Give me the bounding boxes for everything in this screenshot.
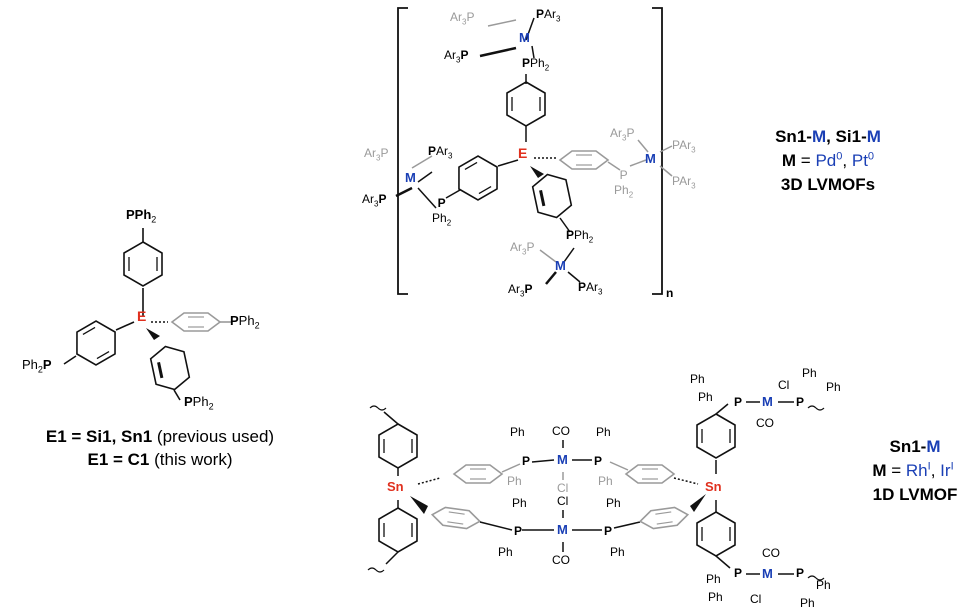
top-center-atom: E xyxy=(518,145,528,161)
bottom-top-ph-b: Ph xyxy=(698,390,713,404)
top-label-line3: 3D LVMOFs xyxy=(780,175,876,194)
bottom-top-metal: M xyxy=(762,394,773,409)
top-metal3: M xyxy=(645,151,656,166)
bottom-bot-ph-a: Ph xyxy=(706,572,721,586)
bottom-top-cl: Cl xyxy=(778,378,790,392)
bottom-bot-co: CO xyxy=(762,546,780,560)
bottom-label-line3: 1D LVMOF xyxy=(872,485,958,504)
top-metal3-par3-b: PAr3 xyxy=(672,174,696,191)
bottom-ring1-metal: M xyxy=(557,452,568,467)
top-metal4: M xyxy=(555,258,566,273)
bottom-bot-ph-d: Ph xyxy=(800,596,815,610)
bottom-tin-right: Sn xyxy=(705,479,722,494)
bottom-top-co: CO xyxy=(756,416,774,430)
bottom-ring2-ph-b: Ph xyxy=(498,545,513,559)
top-metal2-ar3p: Ar3P xyxy=(362,192,387,209)
bottom-label-line2: M = RhI, IrI xyxy=(872,460,954,480)
bottom-ring2-ph-c: Ph xyxy=(606,496,621,510)
bottom-bot-ph-c: Ph xyxy=(816,578,831,592)
left-caption-line1: E1 = Si1, Sn1 (previous used) xyxy=(45,427,275,446)
top-metal3-ar3p: Ar3P xyxy=(610,126,635,143)
left-bottom-phosphine: PPh2 xyxy=(184,394,214,412)
bottom-bot-p-left: P xyxy=(734,566,743,580)
bottom-label-line1: Sn1-M xyxy=(889,437,941,456)
top-metal4-ar3p-grey: Ar3P xyxy=(510,240,535,257)
bottom-top-ph-a: Ph xyxy=(690,372,705,386)
left-ph2p: Ph2P xyxy=(22,357,52,375)
bottom-ring1-ph-a: Ph xyxy=(510,425,525,439)
top-metal2-ar3p-grey: Ar3P xyxy=(364,146,389,163)
bottom-ring1-p-left: P xyxy=(522,454,531,468)
bottom-top-p-left: P xyxy=(734,395,743,409)
top-pph2-4: PPh2 xyxy=(566,228,594,245)
top-framework-bonds xyxy=(395,17,673,285)
bottom-tin-left: Sn xyxy=(387,479,404,494)
bottom-framework-bonds xyxy=(367,401,825,581)
bottom-ring1-ph-b: Ph xyxy=(507,474,522,488)
bottom-bot-ph-b: Ph xyxy=(708,590,723,604)
top-metal1-ar3p: Ar3P xyxy=(444,48,469,65)
bottom-top-p-right: P xyxy=(796,395,805,409)
left-center-atom: E xyxy=(137,308,147,324)
top-label-line1: Sn1-M, Si1-M xyxy=(775,127,881,146)
top-metal3-par3-a: PAr3 xyxy=(672,138,696,155)
left-caption-line2: E1 = C1 (this work) xyxy=(87,450,233,469)
top-metal1-ar3p-grey: Ar3P xyxy=(450,10,475,27)
bottom-ring1-ph-d: Ph xyxy=(598,474,613,488)
bottom-ring2-ph-a: Ph xyxy=(512,496,527,510)
bottom-ring1-co: CO xyxy=(552,424,570,438)
bottom-bot-cl: Cl xyxy=(750,592,762,606)
bottom-ring2-cl: Cl xyxy=(557,494,569,508)
top-metal2-par3: PAr3 xyxy=(428,144,453,161)
top-metal4-par3: PAr3 xyxy=(578,280,603,297)
bottom-ring2-ph-d: Ph xyxy=(610,545,625,559)
left-tetra-ligand xyxy=(63,228,232,401)
bottom-ring1-p-right: P xyxy=(594,454,603,468)
bottom-ring1-ph-c: Ph xyxy=(596,425,611,439)
bottom-ring2-p-right: P xyxy=(604,524,613,538)
left-top-phosphine: PPh2 xyxy=(126,207,157,225)
bottom-ring2-co: CO xyxy=(552,553,570,567)
top-pph2-1: PPh2 xyxy=(522,56,550,73)
left-right-phosphine: PPh2 xyxy=(230,313,260,331)
bottom-top-ph-d: Ph xyxy=(826,380,841,394)
top-metal1: M xyxy=(519,30,530,45)
top-label-line2: M = Pd0, Pt0 xyxy=(781,150,875,170)
top-metal2: M xyxy=(405,170,416,185)
bottom-bot-p-right: P xyxy=(796,566,805,580)
bottom-ring2-metal: M xyxy=(557,522,568,537)
top-bracket-n: n xyxy=(666,286,674,300)
top-metal4-ar3p: Ar3P xyxy=(508,282,533,299)
top-metal1-par3: PAr3 xyxy=(536,7,561,24)
bottom-top-ph-c: Ph xyxy=(802,366,817,380)
bottom-ring1-cl: Cl xyxy=(557,481,569,495)
bottom-ring2-p-left: P xyxy=(514,524,523,538)
bottom-bot-metal: M xyxy=(762,566,773,581)
